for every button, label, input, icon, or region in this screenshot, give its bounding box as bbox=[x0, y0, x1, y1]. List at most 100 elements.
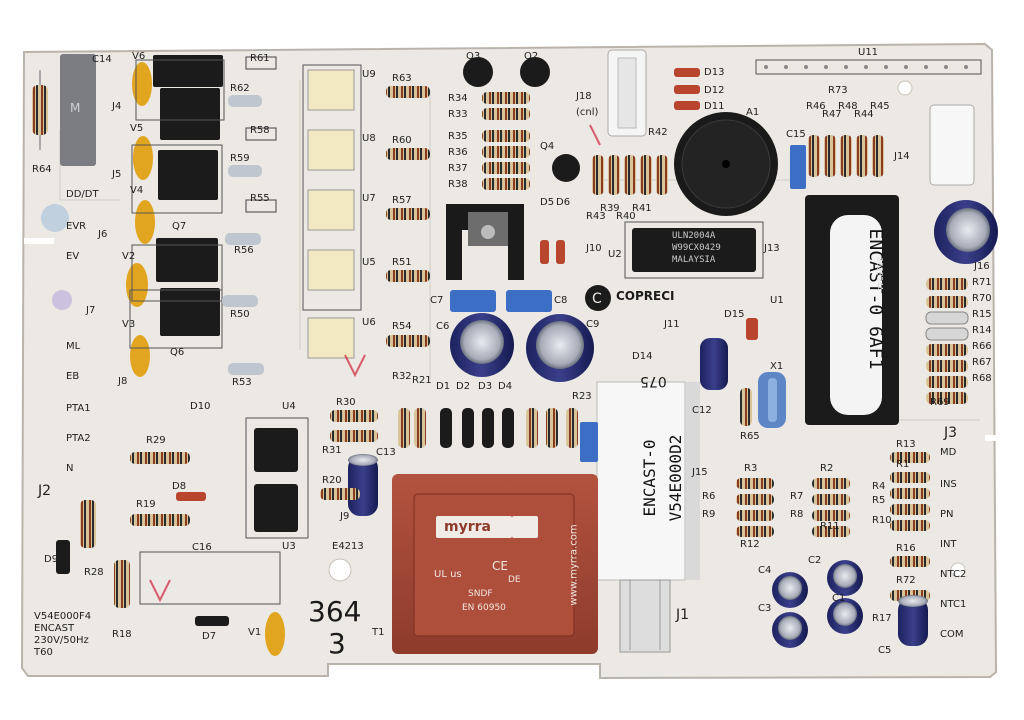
silk-label: Q2 bbox=[524, 51, 539, 62]
silk-label: R2 bbox=[820, 463, 834, 474]
silk-label: R34 bbox=[448, 93, 468, 104]
silk-label: R19 bbox=[136, 499, 156, 510]
silk-label: D10 bbox=[190, 401, 211, 412]
silk-label: U5 bbox=[362, 257, 376, 268]
silk-label: C9 bbox=[586, 319, 600, 330]
silk-label: J6 bbox=[98, 229, 108, 240]
silk-label: U4 bbox=[282, 401, 296, 412]
silk-label: R59 bbox=[230, 153, 250, 164]
silk-label: R42 bbox=[648, 127, 668, 138]
silk-label: J3 bbox=[944, 425, 958, 441]
silk-label: R71 bbox=[972, 277, 992, 288]
silk-label: D7 bbox=[202, 631, 217, 642]
silk-label: R51 bbox=[392, 257, 412, 268]
silk-label: R67 bbox=[972, 357, 992, 368]
silk-label: D3 bbox=[478, 381, 493, 392]
silk-label: R33 bbox=[448, 109, 468, 120]
silk-label: PTA2 bbox=[66, 433, 91, 444]
connector-label: NTC2 bbox=[940, 569, 967, 580]
silk-label: V1 bbox=[248, 627, 262, 638]
silk-label: R37 bbox=[448, 163, 468, 174]
silk-label: EVR bbox=[66, 221, 87, 232]
driver-ic-marking: W99CX0429 bbox=[672, 243, 721, 253]
silk-label: 230V/50Hz bbox=[34, 635, 89, 646]
silk-label: R46 bbox=[806, 101, 826, 112]
silk-label: R44 bbox=[854, 109, 874, 120]
silk-label: R68 bbox=[972, 373, 992, 384]
silk-label: R39 bbox=[600, 203, 620, 214]
silk-label: J10 bbox=[586, 243, 602, 254]
transformer-mark: UL us bbox=[434, 569, 462, 580]
silk-label: N bbox=[66, 463, 74, 474]
transformer-mark: SNDF bbox=[468, 589, 493, 599]
driver-ic-marking: MALAYSIA bbox=[672, 255, 716, 265]
silk-label: C16 bbox=[192, 542, 212, 553]
silk-label: C6 bbox=[436, 321, 450, 332]
silk-label: J2 bbox=[38, 483, 52, 499]
connector-label: NTC1 bbox=[940, 599, 967, 610]
capacitor-c14 bbox=[60, 54, 96, 166]
silk-label: R10 bbox=[872, 515, 892, 526]
silk-label: R5 bbox=[872, 495, 886, 506]
silk-label: U6 bbox=[362, 317, 376, 328]
driver-ic-u2 bbox=[632, 228, 756, 272]
silk-label: R32 bbox=[392, 371, 412, 382]
silk-label: U3 bbox=[282, 541, 296, 552]
silk-label: Q4 bbox=[540, 141, 555, 152]
silk-label: C13 bbox=[376, 447, 396, 458]
silk-label: R57 bbox=[392, 195, 412, 206]
silk-label: R4 bbox=[872, 481, 886, 492]
silk-label: (cnl) bbox=[576, 107, 599, 118]
connector-label: PN bbox=[940, 509, 954, 520]
silk-label: U1 bbox=[770, 295, 784, 306]
silk-label: U7 bbox=[362, 193, 376, 204]
silk-label: D5 bbox=[540, 197, 555, 208]
silk-label: R66 bbox=[972, 341, 992, 352]
silk-label: R69 bbox=[930, 397, 950, 408]
silk-label: R73 bbox=[828, 85, 848, 96]
transformer-mark: DE bbox=[508, 575, 521, 585]
silk-label: V6 bbox=[132, 51, 146, 62]
silk-label: ML bbox=[66, 341, 81, 352]
silk-label: V54E000F4 bbox=[34, 611, 92, 622]
eprom-label: ENCAST-0 bbox=[640, 439, 659, 517]
silk-label: EV bbox=[66, 251, 80, 262]
silk-label: R47 bbox=[822, 109, 842, 120]
silk-label: PTA1 bbox=[66, 403, 91, 414]
silk-label: C2 bbox=[808, 555, 822, 566]
silk-label: J9 bbox=[340, 511, 350, 522]
connector-label: COM bbox=[940, 629, 964, 640]
silk-label: D12 bbox=[704, 85, 725, 96]
silk-label: J8 bbox=[118, 376, 128, 387]
silk-label: R36 bbox=[448, 147, 468, 158]
silk-label: DD/DT bbox=[66, 189, 99, 200]
transformer-mark: CE bbox=[492, 559, 508, 573]
silk-label: D13 bbox=[704, 67, 725, 78]
brand-logo: COPRECI bbox=[616, 289, 675, 303]
silk-label: X1 bbox=[770, 361, 784, 372]
silk-label: R41 bbox=[632, 203, 652, 214]
handwritten-number: 364 bbox=[308, 595, 362, 628]
silk-label: J18 bbox=[576, 91, 592, 102]
silk-label: R54 bbox=[392, 321, 412, 332]
silk-label: R63 bbox=[392, 73, 412, 84]
silk-label: C7 bbox=[430, 295, 444, 306]
silk-label: U11 bbox=[858, 47, 879, 58]
connector-label: INT bbox=[940, 539, 957, 550]
silk-label: J13 bbox=[764, 243, 780, 254]
silk-label: D14 bbox=[632, 351, 653, 362]
silk-label: R20 bbox=[322, 475, 342, 486]
silk-label: R18 bbox=[112, 629, 132, 640]
silk-label: R58 bbox=[250, 125, 270, 136]
silk-label: J4 bbox=[112, 101, 122, 112]
transformer-website: www.myrra.com bbox=[568, 524, 580, 606]
silk-label: D1 bbox=[436, 381, 451, 392]
silk-label: R56 bbox=[234, 245, 254, 256]
silk-label: Q6 bbox=[170, 347, 185, 358]
silk-label: U2 bbox=[608, 249, 622, 260]
silk-label: C12 bbox=[692, 405, 712, 416]
silk-label: D9 bbox=[44, 554, 59, 565]
silk-label: R55 bbox=[250, 193, 270, 204]
transformer-brand: myrra bbox=[444, 519, 491, 535]
silk-label: R7 bbox=[790, 491, 804, 502]
